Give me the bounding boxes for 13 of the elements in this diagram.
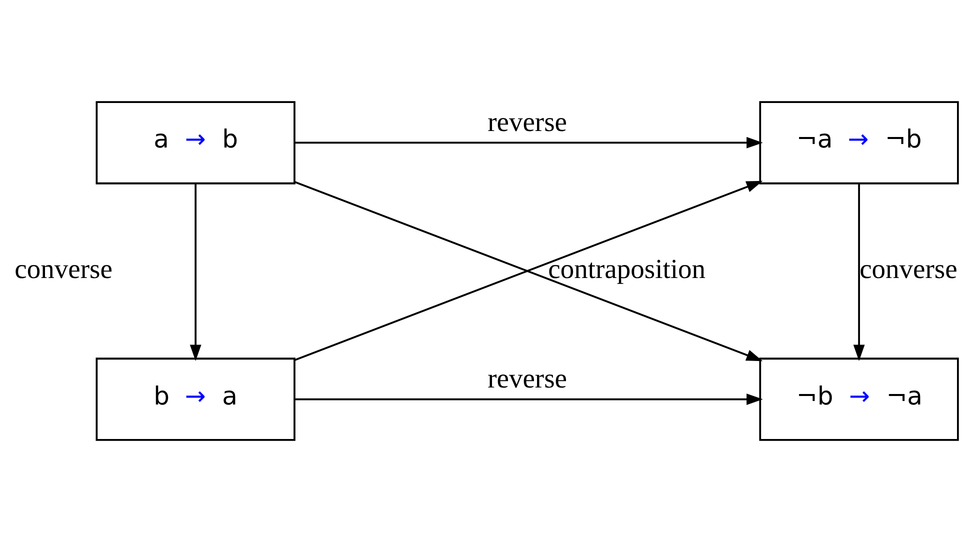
arrow	[294, 393, 762, 405]
node-box: ¬b → ¬a	[758, 357, 958, 440]
edge-label: contraposition	[548, 252, 706, 284]
node-box: b → a	[95, 357, 295, 440]
arrow	[852, 183, 864, 361]
edge-label: converse	[859, 252, 957, 284]
arrow	[189, 183, 201, 361]
node-box: a → b	[95, 100, 295, 184]
edge-label: reverse	[487, 362, 567, 394]
edge-label: converse	[14, 252, 112, 284]
arrow	[294, 136, 762, 148]
node-box: ¬a → ¬b	[758, 100, 958, 184]
edge-label: reverse	[487, 105, 567, 136]
